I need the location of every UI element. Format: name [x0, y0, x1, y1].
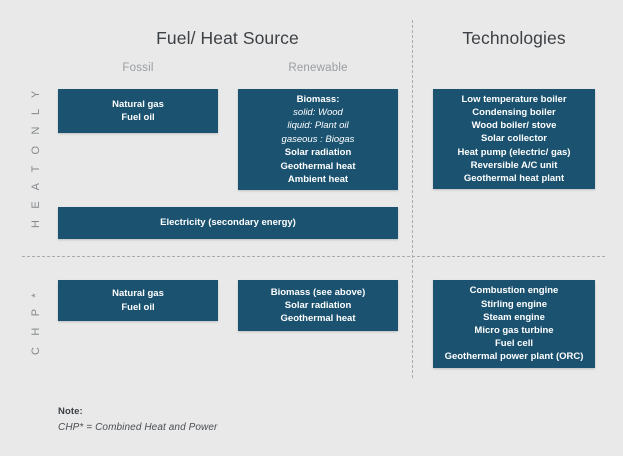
column-subheading-fossil: Fossil — [122, 62, 154, 74]
column-subheading-renewable: Renewable — [288, 62, 348, 74]
divider-horizontal-dashed — [22, 256, 605, 257]
box-heat-only-electricity: Electricity (secondary energy) — [58, 207, 398, 239]
box-line: Condensing boiler — [472, 107, 556, 118]
box-line-italic: liquid: Plant oil — [287, 120, 349, 132]
box-line: Wood boiler/ stove — [471, 120, 557, 132]
row-label-heat-only: H E A T O N L Y — [30, 86, 42, 228]
box-heat-only-fossil: Natural gas Fuel oil — [58, 89, 218, 133]
box-line: Natural gas — [112, 98, 164, 110]
box-line: Stirling engine — [481, 298, 547, 310]
box-chp-technologies: Combustion engine Stirling engine Steam … — [433, 280, 595, 368]
box-line: Geothermal heat — [280, 313, 356, 325]
box-line: Solar collector — [481, 133, 547, 145]
box-line: Ambient heat — [287, 173, 349, 185]
box-line: Low temperature boiler — [461, 93, 567, 105]
box-heat-only-technologies: Low temperature boiler Condensing boiler… — [433, 89, 595, 189]
box-line-italic: solid: Wood — [293, 107, 343, 119]
box-line: Fuel cell — [494, 338, 533, 350]
column-heading-fuel-heat-source: Fuel/ Heat Source — [156, 28, 299, 48]
box-line: Fuel oil — [121, 301, 155, 313]
note-block: Note: CHP* = Combined Heat and Power — [58, 406, 217, 433]
box-line: Reversible A/C unit — [470, 159, 558, 171]
box-chp-fossil: Natural gas Fuel oil — [58, 280, 218, 321]
box-line-italic: gaseous : Biogas — [281, 133, 355, 145]
column-heading-technologies: Technologies — [462, 28, 566, 48]
box-line: Solar radiation — [284, 299, 352, 311]
box-line: Steam engine — [483, 311, 545, 323]
box-line: Geothermal heat — [280, 160, 356, 172]
note-text: CHP* = Combined Heat and Power — [58, 422, 218, 433]
box-line: Solar radiation — [284, 147, 352, 159]
box-line: Geothermal power plant (ORC) — [444, 351, 584, 363]
box-line: Biomass (see above) — [270, 286, 366, 298]
row-label-chp: C H P * — [30, 289, 42, 355]
box-line: Natural gas — [112, 288, 164, 300]
box-line: Combustion engine — [469, 285, 559, 297]
note-label: Note: — [58, 406, 83, 417]
box-chp-renewable: Biomass (see above) Solar radiation Geot… — [238, 280, 398, 331]
box-line: Geothermal heat plant — [463, 173, 565, 185]
box-line: Heat pump (electric/ gas) — [457, 146, 571, 158]
box-heat-only-renewable: Biomass: solid: Wood liquid: Plant oil g… — [238, 89, 398, 190]
divider-vertical-dashed — [412, 20, 413, 378]
box-title-biomass: Biomass: — [296, 94, 340, 105]
box-line: Electricity (secondary energy) — [160, 217, 296, 229]
box-line: Micro gas turbine — [474, 325, 554, 336]
box-line: Fuel oil — [121, 112, 155, 123]
